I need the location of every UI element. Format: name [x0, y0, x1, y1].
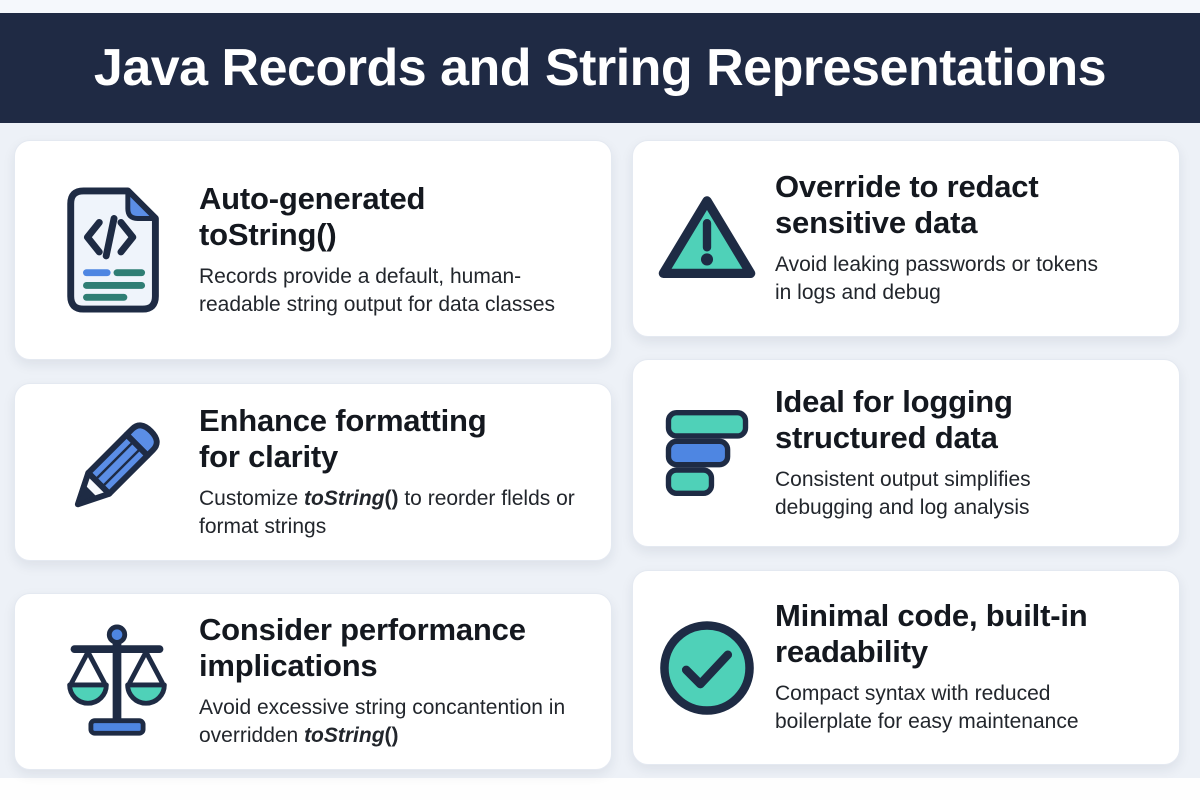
card-text: Consider performance implications Avoid … — [199, 612, 584, 750]
check-circle-icon — [660, 620, 754, 715]
right-column: Override to redact sensitive data Avoid … — [632, 140, 1180, 778]
card-title: Ideal for logging structured data — [775, 384, 1105, 456]
card-icon-wrap — [51, 186, 183, 314]
card-icon-wrap — [655, 188, 759, 290]
card-title: Minimal code, built-in readability — [775, 598, 1105, 670]
card-icon-wrap — [51, 409, 183, 535]
card-body: Consistent output simplifies debugging a… — [775, 467, 1031, 519]
card-title-line: Ideal for logging — [775, 383, 1013, 419]
card-redact-sensitive-data: Override to redact sensitive data Avoid … — [632, 140, 1180, 337]
warning-triangle-icon — [658, 195, 756, 278]
card-title-line: structured data — [775, 419, 998, 455]
card-icon-wrap — [655, 613, 759, 723]
card-title: Auto-generated toString() — [199, 181, 584, 253]
card-title-line: Minimal code, built-in — [775, 598, 1088, 634]
card-title: Override to redact sensitive data — [775, 169, 1105, 241]
card-body: Avoid excessive string concantention in … — [199, 696, 566, 748]
scales-icon — [67, 623, 167, 736]
card-text: Auto-generated toString() Records provid… — [199, 181, 584, 319]
card-minimal-code-readability: Minimal code, built-in readability Compa… — [632, 570, 1180, 765]
card-body: Records provide a default, human-readabl… — [199, 264, 556, 316]
card-icon-wrap — [655, 407, 759, 499]
card-title-line: Consider performance — [199, 612, 526, 648]
card-body: Compact syntax with reduced boilerplate … — [775, 682, 1079, 734]
card-text: Ideal for logging structured data Consis… — [775, 384, 1105, 522]
card-enhance-formatting: Enhance formatting for clarity Customize… — [14, 383, 612, 561]
card-title: Consider performance implications — [199, 612, 584, 684]
card-text: Enhance formatting for clarity Customize… — [199, 403, 584, 541]
card-icon-wrap — [51, 621, 183, 743]
card-logging-structured-data: Ideal for logging structured data Consis… — [632, 359, 1180, 547]
card-performance-implications: Consider performance implications Avoid … — [14, 593, 612, 770]
top-strip — [0, 0, 1200, 13]
left-column: Auto-generated toString() Records provid… — [14, 140, 612, 778]
card-title-line: Auto-generated — [199, 180, 426, 216]
card-title-line: for clarity — [199, 438, 339, 474]
code-document-icon — [67, 187, 159, 313]
cards-grid: Auto-generated toString() Records provid… — [0, 123, 1200, 778]
card-text: Override to redact sensitive data Avoid … — [775, 169, 1105, 307]
header-banner: Java Records and String Representations — [0, 13, 1200, 123]
card-title-line: implications — [199, 648, 378, 684]
card-title-line: toString() — [199, 216, 337, 252]
card-text: Minimal code, built-in readability Compa… — [775, 598, 1105, 736]
card-title-line: Enhance formatting — [199, 402, 487, 438]
card-auto-generated-tostring: Auto-generated toString() Records provid… — [14, 140, 612, 360]
page-title: Java Records and String Representations — [93, 39, 1107, 97]
card-body: Avoid leaking passwords or tokens in log… — [775, 253, 1098, 305]
card-title-line: sensitive data — [775, 205, 978, 241]
pencil-icon — [74, 422, 160, 508]
card-title-line: readability — [775, 634, 928, 670]
card-title: Enhance formatting for clarity — [199, 403, 584, 475]
stacked-bars-icon — [665, 410, 749, 496]
card-title-line: Override to redact — [775, 169, 1039, 205]
card-body: Customize toString() to reorder flelds o… — [199, 486, 575, 538]
